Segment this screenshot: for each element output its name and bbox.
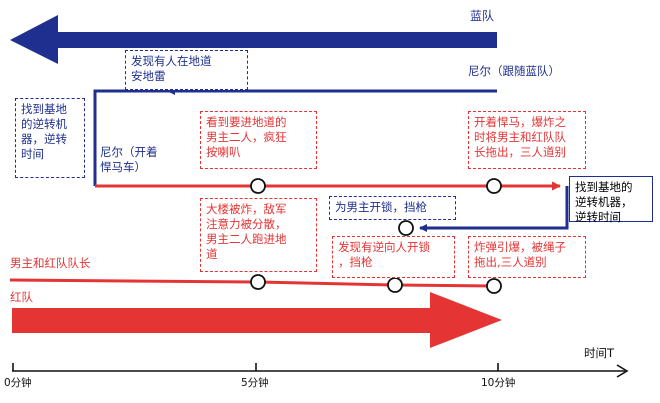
- bottom-right-box: 炸弹引爆，被绳子 拖出,三人道别: [468, 236, 586, 278]
- event-circle-bottom-mid: [387, 277, 403, 293]
- nier-car-label: 尼尔（开着 悍马车）: [100, 145, 158, 174]
- red-team-label: 红队: [10, 290, 33, 304]
- unlock-blue-box: 为男主开锁，挡枪: [329, 196, 456, 220]
- tick-label-0: 0分钟: [4, 377, 32, 389]
- blue-team-label: 蓝队: [470, 9, 495, 23]
- tick-label-10: 10分钟: [481, 377, 516, 389]
- bottom-mid2-box: 发现有逆向人开锁 ，挡枪: [332, 236, 455, 278]
- event-circle-bottom-10min: [486, 278, 502, 294]
- time-axis-label: 时间T: [584, 346, 615, 360]
- time-axis-arrowhead: [616, 364, 629, 378]
- red-team-arrow: [12, 292, 502, 348]
- bottom-mid-box: 大楼被炸，敌军 注意力被分散， 男主二人跑进地 道: [200, 198, 317, 272]
- hero-red-label: 男主和红队队长: [10, 256, 91, 270]
- left-blue-box: 找到基地 的逆转机 器，逆转 时间: [15, 98, 85, 178]
- event-circle-mid-unlock: [398, 220, 414, 236]
- top-right-box: 开着悍马，爆炸之 时将男主和红队队 长拖出，三人道别: [468, 111, 586, 169]
- event-circle-top-5min: [250, 178, 266, 194]
- nier-blue-route: [93, 89, 497, 186]
- hero-red-route: [9, 278, 496, 291]
- tick-label-5: 5分钟: [241, 377, 269, 389]
- nier-blue-label: 尼尔（跟随蓝队）: [468, 64, 560, 78]
- found-mine-box: 发现有人在地道 安地雷: [125, 50, 248, 90]
- event-circle-top-10min: [486, 178, 502, 194]
- top-mid-box: 看到要进地道的 男主二人，疯狂 按喇叭: [200, 111, 317, 169]
- blue-team-arrow: [10, 15, 497, 64]
- blue-return-route: [419, 186, 569, 232]
- right-blue-box: 找到基地的 逆转机器， 逆转时间: [569, 176, 653, 224]
- event-circle-bottom-5min: [250, 274, 266, 290]
